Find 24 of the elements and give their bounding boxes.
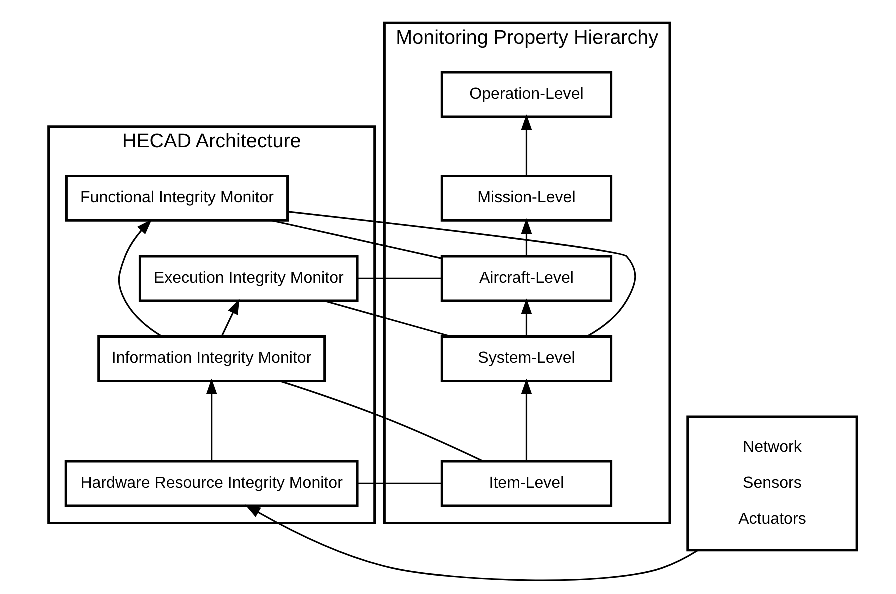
arrow [521, 378, 532, 462]
arrow [245, 504, 698, 582]
arrow [118, 219, 163, 338]
arrow [521, 298, 532, 336]
node-box: Network Sensors Actuators [686, 416, 858, 552]
arrow [521, 218, 532, 256]
node-box: Operation-Level [440, 71, 613, 118]
node-box: Hardware Resource Integrity Monitor [64, 460, 359, 508]
node-box: System-Level [440, 336, 613, 382]
arrow [206, 378, 218, 462]
node-box: Mission-Level [440, 175, 613, 222]
node-box: Information Integrity Monitor [98, 336, 326, 382]
connector [324, 300, 452, 338]
connector [280, 380, 484, 462]
arrow [521, 114, 532, 176]
connector [358, 482, 442, 485]
node-box: Execution Integrity Monitor [138, 255, 359, 302]
node-box: Aircraft-Level [440, 255, 613, 302]
node-box: Item-Level [440, 460, 613, 508]
connector [288, 211, 636, 338]
connector [358, 278, 442, 280]
arrow [221, 299, 240, 337]
connector [272, 220, 442, 260]
node-box: Functional Integrity Monitor [66, 175, 289, 222]
